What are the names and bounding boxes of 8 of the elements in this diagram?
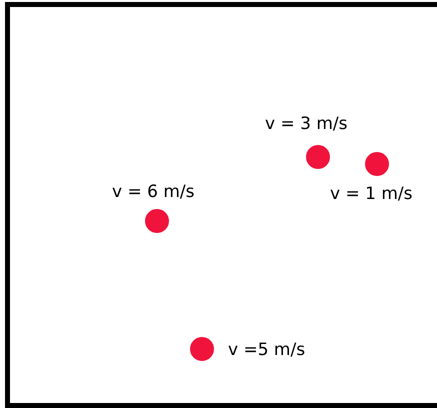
velocity-label: v = 3 m/s <box>265 114 348 134</box>
ball <box>306 145 330 169</box>
velocity-label: v = 1 m/s <box>330 184 412 204</box>
velocity-label: v = 6 m/s <box>112 182 194 202</box>
ball <box>365 152 389 176</box>
ball <box>145 209 169 233</box>
velocity-label: v =5 m/s <box>228 340 306 360</box>
ball <box>190 337 214 361</box>
